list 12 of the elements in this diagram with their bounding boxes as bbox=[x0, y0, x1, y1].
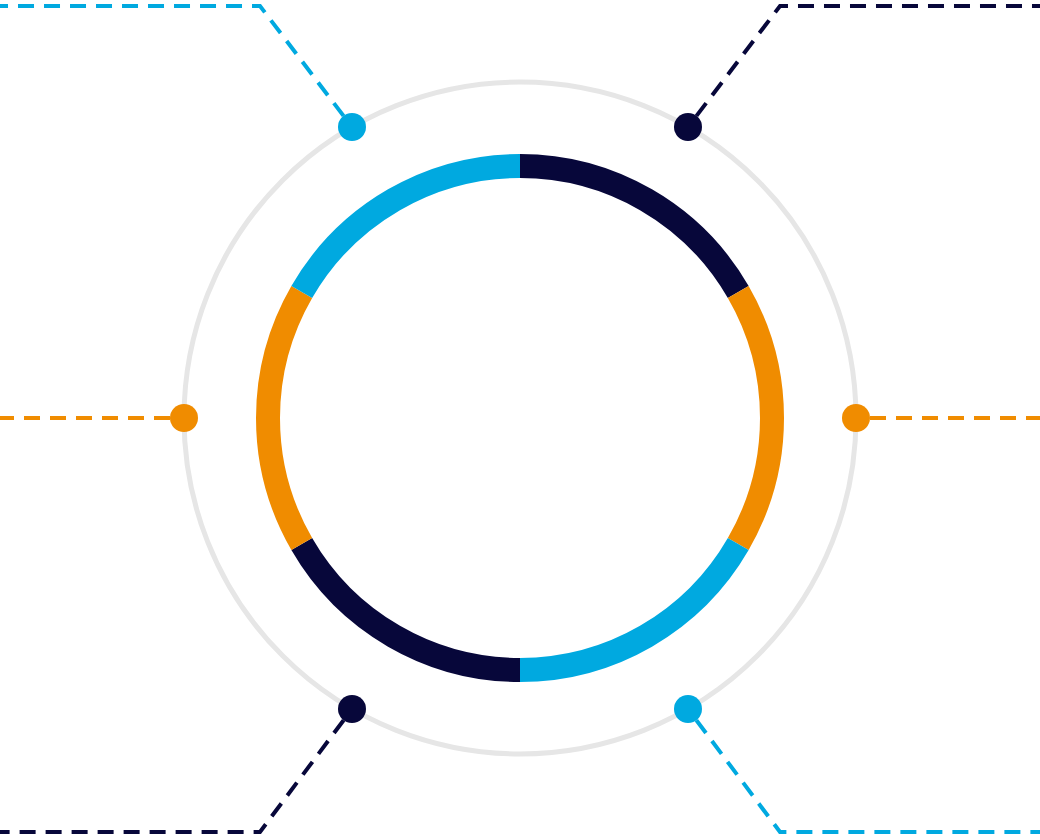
connector-dot bbox=[674, 113, 702, 141]
leader-line bbox=[0, 719, 346, 834]
connector-dot bbox=[338, 695, 366, 723]
connector-dot bbox=[170, 404, 198, 432]
connector-dot bbox=[338, 113, 366, 141]
connector-dot bbox=[842, 404, 870, 432]
leader-line bbox=[0, 416, 170, 420]
leader-line bbox=[694, 4, 1040, 118]
leader-line bbox=[694, 719, 1040, 834]
leader-line bbox=[870, 416, 1040, 420]
connector-dot bbox=[674, 695, 702, 723]
leader-line bbox=[0, 4, 346, 118]
